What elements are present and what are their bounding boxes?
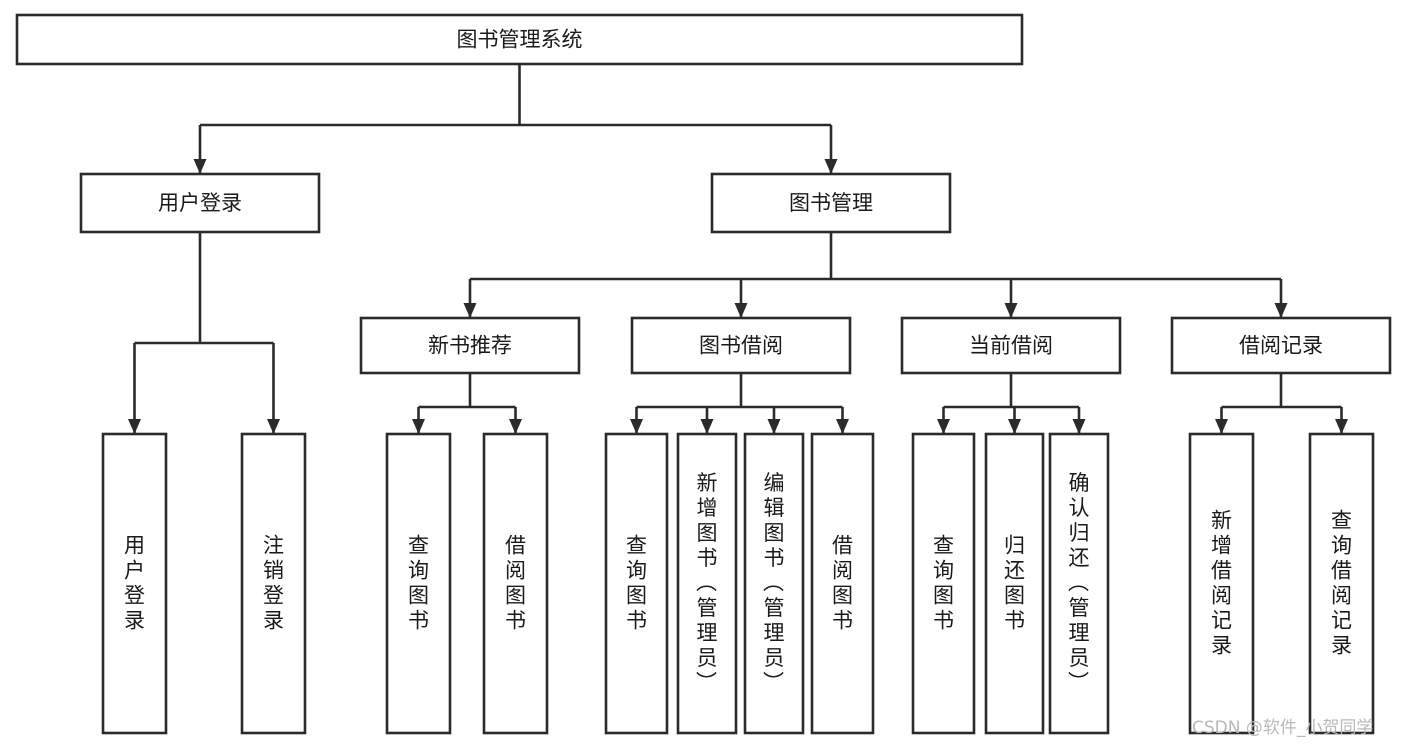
- node-label-book-borrow: 图书借阅: [699, 334, 783, 358]
- node-leaf-query-book-bb[interactable]: 查询图书: [604, 432, 669, 735]
- node-root[interactable]: 图书管理系统: [15, 13, 1024, 66]
- node-user-login[interactable]: 用户登录: [79, 172, 321, 234]
- node-label-leaf-user-login: 用户登录: [124, 534, 145, 633]
- node-leaf-query-book-rec[interactable]: 查询图书: [385, 432, 452, 735]
- edges-layer: [128, 64, 1348, 434]
- node-label-leaf-return-book-cb: 归还图书: [1004, 534, 1025, 633]
- node-box-new-book-recommend[interactable]: [359, 316, 581, 375]
- node-label-book-manage: 图书管理: [789, 191, 873, 215]
- node-leaf-query-book-cb[interactable]: 查询图书: [911, 432, 976, 735]
- node-label-leaf-add-book-bb: 新增图书（管理员）: [696, 471, 718, 695]
- node-leaf-confirm-return-cb[interactable]: 确认归还（管理员）: [1048, 432, 1110, 735]
- node-book-borrow[interactable]: 图书借阅: [630, 316, 852, 375]
- node-box-leaf-logout[interactable]: [240, 432, 307, 735]
- arrow-head-icon: [700, 419, 714, 434]
- node-box-leaf-query-book-rec[interactable]: [385, 432, 452, 735]
- node-box-borrow-record[interactable]: [1170, 316, 1392, 375]
- node-box-leaf-borrow-book-bb[interactable]: [810, 432, 875, 735]
- node-label-user-login: 用户登录: [158, 191, 242, 215]
- node-label-leaf-query-book-cb: 查询图书: [933, 534, 954, 633]
- node-box-book-manage[interactable]: [710, 172, 952, 234]
- connector-c-rec-leaves: [412, 373, 522, 434]
- node-leaf-logout[interactable]: 注销登录: [240, 432, 307, 735]
- arrow-head-icon: [128, 419, 141, 434]
- arrow-head-icon: [1274, 303, 1288, 318]
- arrow-head-icon: [509, 419, 522, 434]
- arrow-head-icon: [1215, 419, 1228, 434]
- node-label-leaf-borrow-book-rec: 借阅图书: [505, 534, 526, 633]
- node-box-book-borrow[interactable]: [630, 316, 852, 375]
- node-label-borrow-record: 借阅记录: [1239, 334, 1323, 358]
- node-label-current-borrow: 当前借阅: [969, 334, 1053, 358]
- node-box-leaf-add-book-bb[interactable]: [676, 432, 738, 735]
- arrow-head-icon: [767, 419, 781, 434]
- connector-c-bookmanage-level3: [463, 232, 1288, 318]
- node-leaf-borrow-book-bb[interactable]: 借阅图书: [810, 432, 875, 735]
- arrow-head-icon: [1008, 419, 1021, 434]
- node-box-leaf-return-book-cb[interactable]: [984, 432, 1045, 735]
- node-box-leaf-query-record-br[interactable]: [1308, 432, 1375, 735]
- node-leaf-borrow-book-rec[interactable]: 借阅图书: [482, 432, 549, 735]
- arrow-head-icon: [463, 303, 477, 318]
- arrow-head-icon: [1072, 419, 1086, 434]
- node-leaf-edit-book-bb[interactable]: 编辑图书（管理员）: [743, 432, 805, 735]
- arrow-head-icon: [193, 159, 207, 174]
- node-box-current-borrow[interactable]: [900, 316, 1122, 375]
- node-label-leaf-edit-book-bb: 编辑图书（管理员）: [763, 471, 785, 695]
- node-leaf-add-book-bb[interactable]: 新增图书（管理员）: [676, 432, 738, 735]
- connector-c-root-level2: [193, 64, 838, 174]
- node-label-leaf-query-record-br: 查询借阅记录: [1331, 509, 1352, 658]
- connector-c-cb-leaves: [937, 373, 1086, 434]
- arrow-head-icon: [734, 303, 748, 318]
- node-label-leaf-borrow-book-bb: 借阅图书: [832, 534, 853, 633]
- node-box-leaf-query-book-bb[interactable]: [604, 432, 669, 735]
- node-leaf-user-login[interactable]: 用户登录: [101, 432, 168, 735]
- node-label-leaf-confirm-return-cb: 确认归还（管理员）: [1068, 471, 1090, 695]
- node-leaf-add-record-br[interactable]: 新增借阅记录: [1188, 432, 1255, 735]
- node-box-user-login[interactable]: [79, 172, 321, 234]
- arrow-head-icon: [267, 419, 280, 434]
- arrow-head-icon: [824, 159, 838, 174]
- node-label-root: 图书管理系统: [457, 28, 583, 52]
- node-book-manage[interactable]: 图书管理: [710, 172, 952, 234]
- node-label-leaf-query-book-rec: 查询图书: [408, 534, 429, 633]
- node-box-leaf-user-login[interactable]: [101, 432, 168, 735]
- csdn-watermark: CSDN @软件_小贺同学: [1192, 718, 1373, 738]
- nodes-layer: 图书管理系统用户登录图书管理新书推荐图书借阅当前借阅借阅记录用户登录注销登录查询…: [15, 13, 1392, 735]
- arrow-head-icon: [630, 419, 643, 434]
- node-box-leaf-add-record-br[interactable]: [1188, 432, 1255, 735]
- arrow-head-icon: [1004, 303, 1018, 318]
- node-box-leaf-edit-book-bb[interactable]: [743, 432, 805, 735]
- connector-c-login-leaves: [128, 232, 280, 434]
- node-borrow-record[interactable]: 借阅记录: [1170, 316, 1392, 375]
- node-box-root[interactable]: [15, 13, 1024, 66]
- arrow-head-icon: [1335, 419, 1348, 434]
- arrow-head-icon: [412, 419, 425, 434]
- node-new-book-recommend[interactable]: 新书推荐: [359, 316, 581, 375]
- node-leaf-query-record-br[interactable]: 查询借阅记录: [1308, 432, 1375, 735]
- node-box-leaf-confirm-return-cb[interactable]: [1048, 432, 1110, 735]
- node-label-leaf-logout: 注销登录: [263, 534, 284, 633]
- node-leaf-return-book-cb[interactable]: 归还图书: [984, 432, 1045, 735]
- connector-c-bb-leaves: [630, 373, 849, 434]
- arrow-head-icon: [937, 419, 950, 434]
- node-label-new-book-recommend: 新书推荐: [428, 334, 512, 358]
- node-box-leaf-query-book-cb[interactable]: [911, 432, 976, 735]
- connector-c-br-leaves: [1215, 373, 1348, 434]
- node-label-leaf-add-record-br: 新增借阅记录: [1211, 509, 1232, 658]
- node-box-leaf-borrow-book-rec[interactable]: [482, 432, 549, 735]
- node-current-borrow[interactable]: 当前借阅: [900, 316, 1122, 375]
- node-label-leaf-query-book-bb: 查询图书: [626, 534, 647, 633]
- arrow-head-icon: [836, 419, 849, 434]
